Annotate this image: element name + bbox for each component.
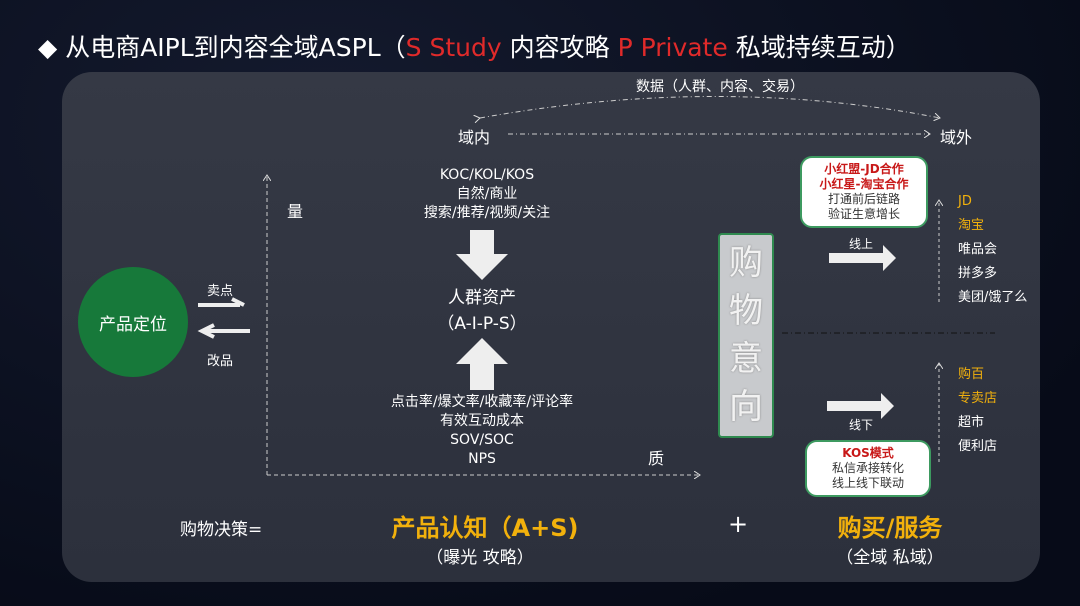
product-awareness-sub: （曝光 攻略） <box>426 548 534 568</box>
purchase-intent-box: 购物意向 <box>718 233 774 438</box>
offline-note-box: KOS模式私信承接转化线上线下联动 <box>805 440 931 497</box>
online-arrow <box>829 245 896 271</box>
inner-domain-label: 域内 <box>458 128 491 147</box>
data-label: 数据（人群、内容、交易） <box>636 79 804 95</box>
purchase-service-sub: （全域 私域） <box>836 548 944 568</box>
data-arc <box>480 96 940 119</box>
volume-label: 量 <box>287 202 304 221</box>
sell-point-label: 卖点 <box>207 284 234 299</box>
slide-title: ◆ 从电商AIPL到内容全域ASPL（S Study 内容攻略 P Privat… <box>38 33 911 62</box>
down-arrow <box>456 230 508 280</box>
online-note-box: 小红盟-JD合作小红星-淘宝合作打通前后链路验证生意增长 <box>800 156 928 228</box>
improve-arrow <box>197 323 250 339</box>
offline-channels: 购百专卖店超市便利店 <box>958 367 998 454</box>
improve-label: 改品 <box>207 354 234 369</box>
quality-label: 质 <box>648 449 665 468</box>
offline-label: 线下 <box>849 418 874 432</box>
sell-arrow <box>198 297 245 307</box>
outer-domain-label: 域外 <box>940 128 973 147</box>
audience-assets: 人群资产（A-I-P-S） <box>437 288 527 334</box>
product-awareness: 产品认知（A+S) <box>391 514 579 542</box>
product-positioning-circle: 产品定位 <box>78 267 188 377</box>
decision-label: 购物决策= <box>180 520 263 540</box>
plus-sign: + <box>728 510 749 538</box>
online-label: 线上 <box>849 237 874 251</box>
purchase-service: 购买/服务 <box>837 514 943 542</box>
offline-arrow <box>827 393 894 419</box>
up-arrow <box>456 338 508 390</box>
